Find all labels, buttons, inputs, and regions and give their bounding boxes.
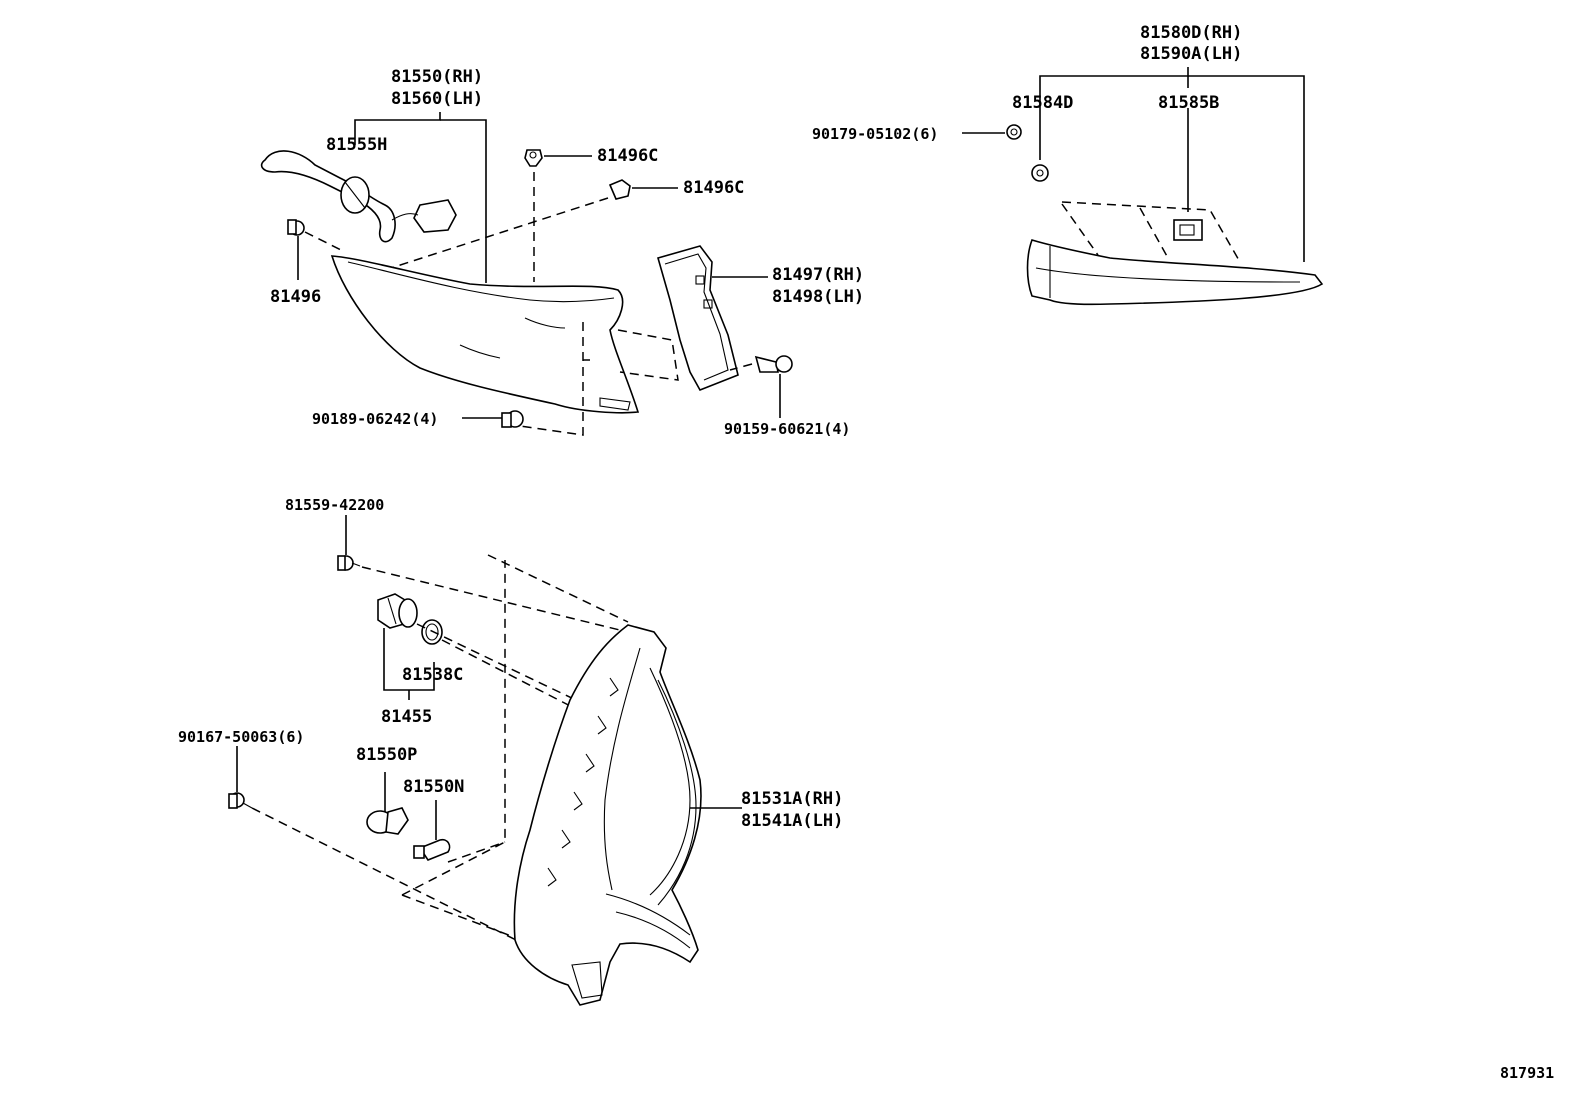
screw-81559-42200 — [337, 555, 361, 571]
lamp-housing-81531a — [513, 624, 702, 1006]
label-81455: 81455 — [381, 707, 432, 727]
screw-90159-60621 — [754, 355, 793, 373]
label-81497-rh: 81497(RH) — [772, 265, 864, 285]
label-81559-42200: 81559-42200 — [285, 496, 384, 514]
label-81496c-side: 81496C — [683, 178, 744, 198]
gasket-81497 — [657, 245, 739, 392]
screw-81496 — [287, 219, 305, 236]
label-81555h: 81555H — [326, 135, 387, 155]
label-81585b: 81585B — [1158, 93, 1219, 113]
label-90179-05102: 90179-05102(6) — [812, 125, 938, 143]
lower-lamp-group — [228, 515, 742, 1006]
plate-81585b — [1173, 219, 1203, 241]
rear-combination-lamp-group — [260, 112, 793, 436]
label-90189-06242: 90189-06242(4) — [312, 410, 438, 428]
garnish-81580d — [1026, 239, 1324, 306]
label-81550n: 81550N — [403, 777, 464, 797]
clip-81496c-top — [524, 149, 543, 167]
label-81531a-rh: 81531A(RH) — [741, 789, 843, 809]
bulb-81550n — [413, 838, 451, 861]
label-81496c-top: 81496C — [597, 146, 658, 166]
figure-id: 817931 — [1500, 1064, 1554, 1082]
garnish-group — [962, 67, 1324, 306]
clip-81496c-side — [608, 179, 631, 200]
label-81538c: 81538C — [402, 665, 463, 685]
rear-combination-lamp — [330, 255, 640, 414]
socket-81455 — [377, 593, 418, 629]
label-90167-50063: 90167-50063(6) — [178, 728, 304, 746]
nut-90189-06242 — [501, 410, 524, 428]
label-81550p: 81550P — [356, 745, 417, 765]
label-81550-rh: 81550(RH) — [391, 67, 483, 87]
label-81560-lh: 81560(LH) — [391, 89, 483, 109]
label-81496: 81496 — [270, 287, 321, 307]
clip-81584d — [1031, 164, 1049, 182]
label-81584d: 81584D — [1012, 93, 1073, 113]
clip-90179-05102 — [1006, 124, 1022, 140]
label-81541a-lh: 81541A(LH) — [741, 811, 843, 831]
labels: 81550(RH) 81560(LH) 81555H 81496 81496C … — [178, 23, 1554, 1082]
label-90159-60621: 90159-60621(4) — [724, 420, 850, 438]
socket-and-wire-81555h — [260, 150, 457, 243]
label-81498-lh: 81498(LH) — [772, 287, 864, 307]
bulb-socket-81550p — [366, 807, 409, 835]
screw-90167-50063 — [228, 792, 253, 809]
label-81590a-lh: 81590A(LH) — [1140, 44, 1242, 64]
label-81580d-rh: 81580D(RH) — [1140, 23, 1242, 43]
